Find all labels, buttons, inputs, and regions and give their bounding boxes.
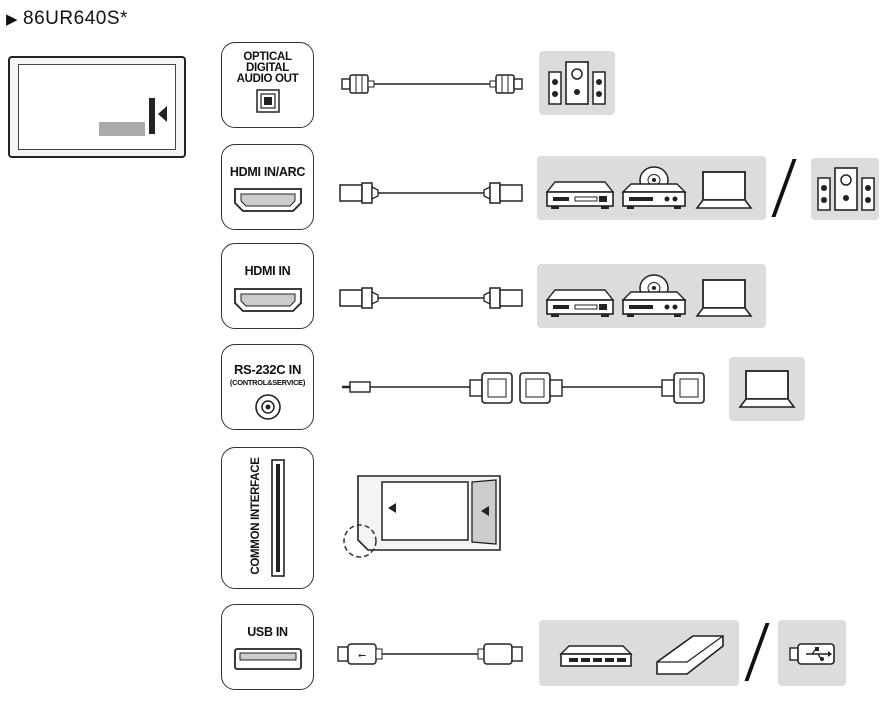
optical-jack-icon xyxy=(256,89,280,113)
rs232-jack-icon xyxy=(255,394,281,420)
usb-cable-icon: ⭠ xyxy=(337,643,523,665)
or-separator xyxy=(771,159,797,217)
usb-device-panel xyxy=(539,620,739,686)
laptop-icon xyxy=(738,370,796,408)
speaker-system-icon xyxy=(817,167,875,211)
laptop-icon xyxy=(695,279,753,317)
rs232-label: RS-232C IN xyxy=(233,362,302,377)
hdmi-device-panel xyxy=(537,264,766,328)
hdmi-arc-device-panel xyxy=(537,156,766,220)
svg-text:⭠: ⭠ xyxy=(358,650,366,661)
usb-or-separator xyxy=(744,623,770,681)
tv-pointer-arrow-icon xyxy=(158,106,167,122)
hdmi-jack-icon xyxy=(234,288,302,312)
dvd-player-icon xyxy=(621,274,687,317)
tv-port-tab xyxy=(149,98,155,134)
usb-memory-panel xyxy=(778,620,846,686)
external-hdd-icon xyxy=(656,635,724,675)
hdmi-arc-label: HDMI IN/ARC xyxy=(229,165,306,179)
ci-label: COMMON INTERFACE xyxy=(250,457,262,575)
tv-rear-illustration xyxy=(8,56,186,158)
rs232-sublabel: (CONTROL&SERVICE) xyxy=(229,378,306,387)
optical-label-3: AUDIO OUT xyxy=(236,73,299,85)
usb-label: USB IN xyxy=(247,625,288,639)
laptop-icon xyxy=(695,171,753,209)
hdmi-cable-icon xyxy=(339,182,523,204)
ci-port-panel: COMMON INTERFACE xyxy=(221,447,314,589)
hdmi-label: HDMI IN xyxy=(244,264,291,278)
ci-slot-icon xyxy=(271,459,285,577)
dvd-player-icon xyxy=(621,166,687,209)
usb-hub-icon xyxy=(559,645,633,667)
rs232-cable-icon xyxy=(342,372,705,404)
play-arrow-icon: ▶ xyxy=(6,11,19,28)
ci-module-icon xyxy=(343,475,501,558)
tv-port-area xyxy=(99,122,145,136)
model-name: 86UR640S* xyxy=(23,8,128,29)
optical-device-panel xyxy=(539,51,615,115)
hdmi-arc-port-panel: HDMI IN/ARC xyxy=(221,144,314,230)
optical-label-2: DIGITAL xyxy=(245,62,290,74)
set-top-box-icon xyxy=(545,289,615,317)
hdmi-arc-jack-icon xyxy=(234,188,302,212)
usb-jack-icon xyxy=(234,648,302,670)
rs232-device-panel xyxy=(729,357,805,421)
usb-port-panel: USB IN xyxy=(221,604,314,690)
optical-label-1: OPTICAL xyxy=(243,51,292,63)
hdmi-cable-icon xyxy=(339,287,523,309)
usb-drive-icon xyxy=(789,643,835,665)
hdmi-arc-audio-panel xyxy=(811,158,879,220)
hdmi-port-panel: HDMI IN xyxy=(221,243,314,329)
speaker-system-icon xyxy=(548,61,606,105)
optical-cable-icon xyxy=(341,74,523,94)
model-title: ▶86UR640S* xyxy=(6,8,128,30)
set-top-box-icon xyxy=(545,181,615,209)
optical-port-panel: OPTICAL DIGITAL AUDIO OUT xyxy=(221,42,314,128)
rs232-port-panel: RS-232C IN (CONTROL&SERVICE) xyxy=(221,344,314,430)
